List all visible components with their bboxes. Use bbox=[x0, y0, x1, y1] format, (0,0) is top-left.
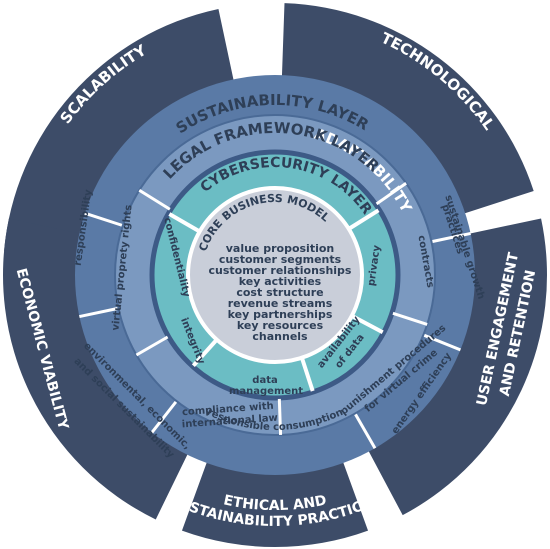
legal-divider bbox=[138, 188, 171, 211]
sustain-divider bbox=[150, 400, 178, 434]
sustain-legal-border bbox=[114, 114, 436, 436]
core-item: key resources bbox=[237, 319, 324, 332]
legal-divider bbox=[277, 398, 283, 435]
core-item: key activities bbox=[239, 275, 322, 288]
core-item: value proposition bbox=[226, 242, 335, 255]
sustain-divider bbox=[354, 413, 377, 449]
outer-segment-ethical bbox=[181, 453, 369, 547]
radial-dividers bbox=[79, 181, 471, 449]
legal-cyber-border bbox=[149, 149, 401, 401]
cyber-divider bbox=[300, 358, 315, 392]
core-item: customer relationships bbox=[209, 264, 352, 277]
legal-divider bbox=[392, 311, 428, 326]
outer-segment-technology bbox=[281, 3, 534, 217]
outer-segment-user bbox=[364, 218, 548, 516]
sustain-divider bbox=[432, 231, 471, 243]
outer-ring bbox=[2, 3, 548, 547]
legal-divider bbox=[135, 335, 169, 357]
cyber-divider bbox=[168, 212, 200, 233]
cyber-data-2: management bbox=[229, 386, 303, 397]
core-item: channels bbox=[252, 330, 308, 343]
sustain-divider bbox=[423, 333, 461, 352]
outer-segment-scalability bbox=[4, 8, 236, 259]
legal-divider bbox=[375, 181, 407, 206]
outer-segment-economic bbox=[2, 218, 192, 520]
core-item: cost structure bbox=[236, 286, 323, 299]
cyber-divider bbox=[191, 339, 218, 368]
cyber-core-border bbox=[186, 186, 364, 364]
sustain-divider bbox=[84, 211, 123, 227]
core-circle bbox=[188, 188, 362, 362]
cyber-divider bbox=[348, 208, 380, 231]
cyber-divider bbox=[351, 314, 384, 335]
core-item: key partnerships bbox=[228, 308, 333, 321]
core-item: revenue streams bbox=[228, 297, 333, 310]
sustain-divider bbox=[79, 307, 118, 319]
cyber-data-1: data bbox=[252, 375, 277, 386]
core-item: customer segments bbox=[219, 253, 342, 266]
label-ethical-1: ETHICAL AND bbox=[222, 492, 328, 514]
